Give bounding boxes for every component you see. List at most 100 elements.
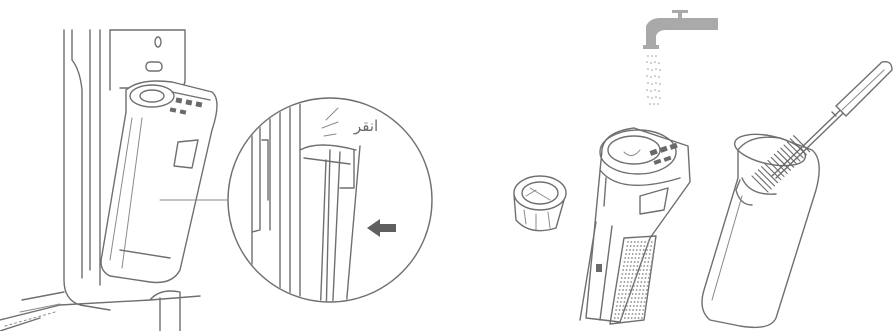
mesh-dot [630,285,632,287]
mesh-dot [637,245,639,247]
mesh-dot [649,269,651,271]
mesh-dot [653,249,655,251]
mesh-dot [654,245,656,247]
mesh-dot [624,261,626,263]
mesh-dot [632,313,634,315]
mesh-dot [643,269,645,271]
mesh-dot [624,257,626,259]
mesh-dot [621,317,623,319]
mesh-dot [614,317,616,319]
mesh-dot [618,313,620,315]
mesh-dot [626,249,628,251]
mesh-dot [632,309,634,311]
mesh-dot [618,293,620,295]
mesh-dot [636,249,638,251]
mesh-dot [643,305,645,307]
mesh-dot [619,309,621,311]
mesh-dot [634,301,636,303]
mesh-dot [645,257,647,259]
mesh-dot [624,317,626,319]
mesh-dot [641,277,643,279]
mesh-dot [639,309,641,311]
mesh-dot [649,273,651,275]
mesh-dot [640,285,642,287]
mesh-dot [625,309,627,311]
mesh-dot [622,289,624,291]
mesh-dot [631,241,633,243]
filter-cap [514,176,566,231]
mesh-dot [654,241,656,243]
mesh-dot [643,249,645,251]
mesh-dot [637,261,639,263]
mesh-dot [624,281,626,283]
mesh-dot [621,277,623,279]
mesh-dot [638,317,640,319]
mesh-dot [627,301,629,303]
mesh-dot [629,249,631,251]
mesh-dot [634,261,636,263]
mesh-dot [641,257,643,259]
mesh-dot [639,253,641,255]
mesh-dot [650,249,652,251]
mesh-dot [640,301,642,303]
mesh-dot [634,277,636,279]
mesh-dot [647,281,649,283]
mesh-dot [650,265,652,267]
mesh-dot [644,241,646,243]
mesh-dot [647,265,649,267]
mesh-dot [615,309,617,311]
zoom-detail [228,96,432,320]
mesh-dot [625,313,627,315]
mesh-dot [626,289,628,291]
mesh-dot [623,305,625,307]
mesh-dot [634,281,636,283]
mesh-dot [645,253,647,255]
mesh-dot [632,253,634,255]
mesh-dot [621,297,623,299]
mesh-dot [641,297,643,299]
mesh-dot [631,257,633,259]
mesh-dot [633,245,635,247]
mesh-dot [623,285,625,287]
mesh-dot [620,281,622,283]
mesh-dot [628,297,630,299]
mesh-dot [638,277,640,279]
mesh-dot [635,293,637,295]
mesh-dot [617,301,619,303]
mesh-dot [626,285,628,287]
mesh-dot [627,281,629,283]
mesh-dot [628,293,630,295]
mesh-dot [639,249,641,251]
mesh-dot [639,269,641,271]
mesh-dot [642,293,644,295]
mesh-dot [647,261,649,263]
mesh-dot [634,317,636,319]
mesh-dot [616,305,618,307]
mesh-dot [633,249,635,251]
mesh-dot [640,245,642,247]
mesh-dot [652,253,654,255]
mesh-dot [646,249,648,251]
mesh-dot [632,293,634,295]
mesh-dot [643,289,645,291]
mesh-dot [631,277,633,279]
mesh-dot [637,265,639,267]
mesh-dot [635,313,637,315]
water-tank [101,81,217,283]
mesh-dot [639,289,641,291]
mesh-dot [635,257,637,259]
mesh-dot [625,273,627,275]
mesh-dot [635,253,637,255]
mesh-dot [630,301,632,303]
mesh-dot [632,289,634,291]
mesh-dot [621,313,623,315]
mesh-dot [642,253,644,255]
mesh-dot [620,301,622,303]
mesh-dot [637,241,639,243]
mesh-dot [642,273,644,275]
mesh-dot [626,245,628,247]
mesh-dot [625,253,627,255]
mesh-dot [640,305,642,307]
mesh-dot [629,309,631,311]
mesh-dot [638,313,640,315]
